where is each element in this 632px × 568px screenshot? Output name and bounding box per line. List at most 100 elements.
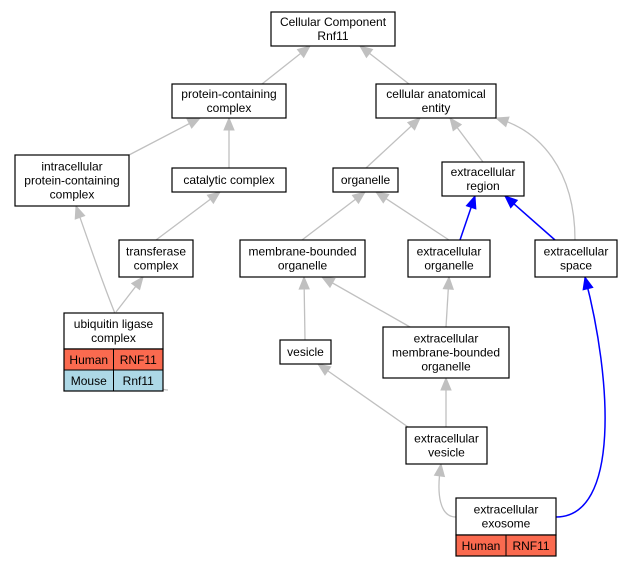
- term-box: [455, 497, 557, 536]
- term-label: organelle: [278, 259, 328, 273]
- term-node-ves[interactable]: vesicle: [279, 339, 332, 365]
- arrowhead-icon: [433, 462, 446, 478]
- arrowhead-icon: [406, 117, 421, 131]
- species-label: Mouse: [71, 374, 107, 388]
- gene-label: RNF11: [512, 539, 549, 553]
- species-label: Human: [69, 353, 108, 367]
- arrowhead-icon: [74, 204, 86, 220]
- arrowhead-icon: [296, 45, 312, 59]
- term-box: [375, 83, 497, 119]
- term-label: extracellular: [417, 245, 482, 259]
- term-label: complex: [207, 101, 252, 115]
- term-label: extracellular: [544, 245, 609, 259]
- term-box: [171, 83, 287, 119]
- term-label: protein-containing: [24, 174, 119, 188]
- term-box: [239, 239, 366, 278]
- arrowhead-icon: [504, 195, 519, 209]
- term-label: vesicle: [287, 345, 324, 359]
- term-box: [534, 239, 618, 278]
- arrowhead-icon: [320, 276, 336, 289]
- arrowhead-icon: [351, 191, 367, 205]
- term-box: [382, 326, 510, 379]
- term-box: [332, 167, 399, 193]
- arrowhead-icon: [316, 363, 332, 376]
- arrowhead-icon: [223, 116, 235, 131]
- term-box: [441, 161, 525, 197]
- arrowhead-icon: [582, 275, 594, 291]
- term-label: organelle: [341, 173, 391, 187]
- term-label: complex: [91, 331, 136, 345]
- arrowhead-icon: [494, 116, 510, 128]
- term-label: vesicle: [428, 446, 465, 460]
- edge-gray: [495, 117, 576, 241]
- term-label: membrane-bounded: [248, 245, 356, 259]
- arrowhead-icon: [298, 275, 310, 290]
- term-node-org[interactable]: organelle: [332, 167, 399, 193]
- arrowhead-icon: [440, 376, 452, 391]
- arrowhead-icon: [206, 191, 222, 205]
- edge-gray: [128, 117, 201, 156]
- term-box: [279, 339, 332, 365]
- term-label: protein-containing: [181, 87, 276, 101]
- edge-gray: [321, 276, 411, 328]
- annotation-table-border: [63, 348, 164, 392]
- term-node-catc[interactable]: catalytic complex: [171, 167, 287, 193]
- term-label: extracellular: [414, 432, 479, 446]
- term-box: [14, 154, 130, 207]
- arrowhead-icon: [358, 45, 374, 59]
- gene-label: RNF11: [120, 353, 157, 367]
- term-label: complex: [134, 259, 179, 273]
- arrowhead-icon: [186, 117, 202, 129]
- term-label: catalytic complex: [183, 173, 274, 187]
- term-label: ubiquitin ligase: [74, 317, 154, 331]
- species-label: Human: [462, 539, 501, 553]
- edge-blue: [555, 276, 606, 518]
- arrowhead-icon: [449, 116, 463, 132]
- term-label: membrane-bounded: [392, 346, 500, 360]
- term-label: entity: [422, 101, 451, 115]
- annotation-row-human: Human RNF11: [63, 348, 164, 371]
- term-label: complex: [50, 188, 95, 202]
- term-label: extracellular: [474, 503, 539, 517]
- term-label: intracellular: [41, 160, 102, 174]
- annotation-row-mouse: Mouse Rnf11: [63, 369, 164, 392]
- term-label: Rnf11: [317, 29, 348, 43]
- edge-gray: [375, 191, 450, 241]
- edge-gray: [317, 363, 409, 428]
- term-label: cellular anatomical: [386, 87, 485, 101]
- term-label: organelle: [424, 259, 474, 273]
- term-label: transferase: [126, 245, 186, 259]
- term-box: [405, 426, 488, 465]
- annotation-row-human: Human RNF11: [455, 534, 557, 557]
- edges-layer: [74, 45, 606, 518]
- term-box: [407, 239, 491, 278]
- term-label: extracellular: [451, 165, 516, 179]
- arrowhead-icon: [465, 194, 477, 210]
- term-label: exosome: [482, 517, 531, 531]
- term-box: [171, 167, 287, 193]
- term-label: space: [560, 259, 592, 273]
- term-label: region: [466, 179, 499, 193]
- gene-label: Rnf11: [123, 374, 154, 388]
- term-box: [118, 239, 194, 278]
- edge-gray: [155, 191, 221, 241]
- edge-gray: [301, 191, 366, 241]
- arrowhead-icon: [374, 191, 390, 204]
- term-box: [63, 312, 164, 350]
- arrowhead-icon: [130, 275, 144, 291]
